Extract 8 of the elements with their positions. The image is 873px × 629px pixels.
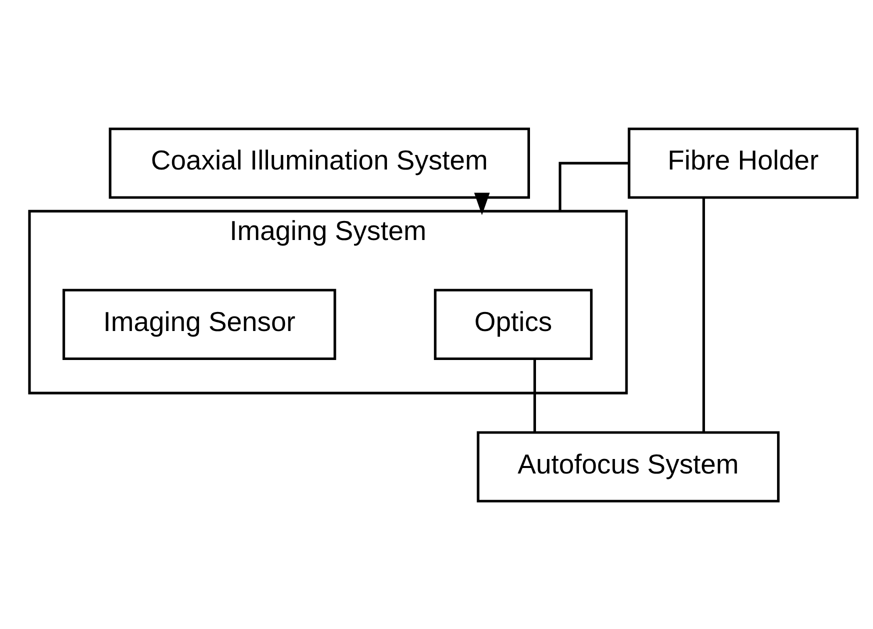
- node-box: Autofocus System: [476, 430, 780, 502]
- node-box: Fibre Holder: [628, 127, 859, 198]
- node-box: Imaging Sensor: [62, 288, 336, 360]
- node-box: Optics: [434, 288, 593, 360]
- connector: [558, 161, 629, 211]
- connector: [533, 358, 536, 432]
- connector: [702, 198, 705, 432]
- arrow: [474, 192, 490, 215]
